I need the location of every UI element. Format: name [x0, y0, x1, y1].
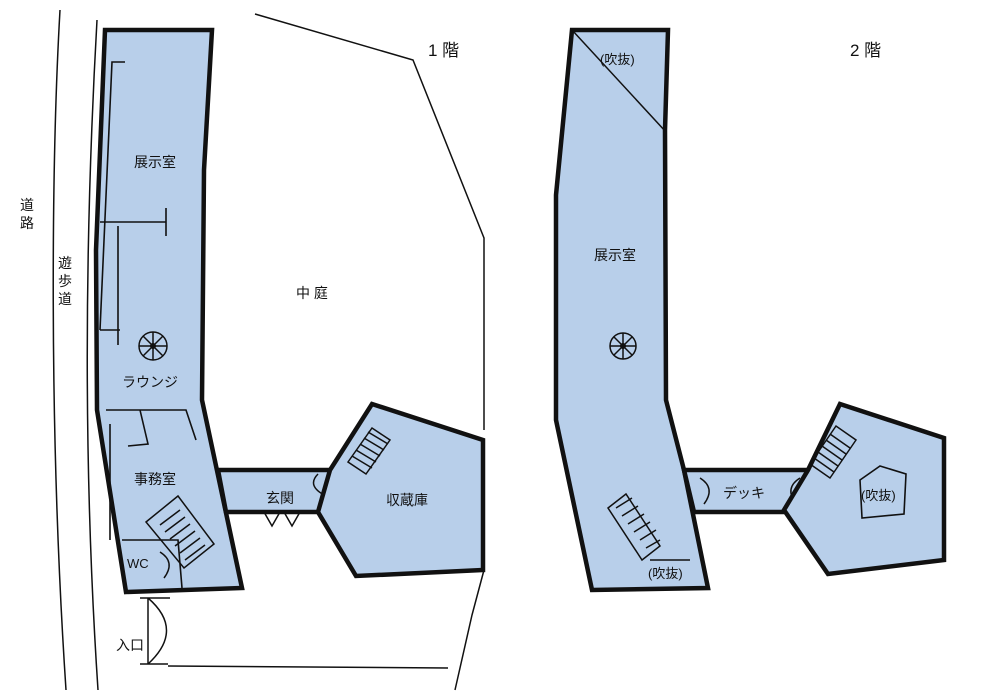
sidewalk-edge-line	[86, 19, 99, 691]
floor1-display-wall	[99, 61, 125, 331]
floor1-storage-label: 収蔵庫	[386, 492, 428, 508]
courtyard-lower-boundary-line	[454, 569, 485, 691]
floor1-lounge-label: ラウンジ	[122, 374, 178, 390]
floor2-void-bottom-label: (吹抜)	[648, 566, 683, 581]
road-edge-line	[52, 9, 67, 691]
vertical-label-char: 遊	[58, 255, 72, 271]
floor2-stair-icon	[606, 492, 662, 562]
wc-door	[159, 551, 170, 579]
floor2-void-outline	[859, 465, 907, 519]
floor2-void-top-label: (吹抜)	[600, 52, 635, 67]
floor1-office-label: 事務室	[134, 471, 176, 487]
floor2-deck-label: デッキ	[723, 485, 765, 501]
floor1-entrance-doors	[263, 511, 301, 528]
floor1-partition	[100, 208, 167, 345]
floor2-main-wing	[553, 27, 711, 593]
vertical-label-char: 道	[20, 197, 34, 213]
floor1-office-partition	[106, 409, 197, 540]
courtyard-label: 中 庭	[296, 285, 328, 301]
entry-gate	[140, 597, 170, 665]
site-lines	[52, 9, 485, 691]
floor1-stair-icon	[144, 494, 216, 570]
entry-label: 入口	[116, 637, 144, 653]
vertical-label-char: 道	[58, 291, 72, 307]
sidewalk-label: 遊歩道	[58, 255, 72, 307]
floor2-plan: 2 階 (吹抜) 展示室 デッキ (吹抜) (吹抜)	[553, 27, 947, 593]
floor2-title: 2 階	[850, 41, 881, 60]
floor2-void-right-label: (吹抜)	[861, 488, 896, 503]
floor1-exhibition-label: 展示室	[134, 154, 176, 170]
floor2-spiral-stair-icon	[609, 332, 637, 360]
floor1-main-wing	[93, 27, 245, 595]
road-label: 道路	[20, 197, 34, 231]
floor2-deck-door-left	[699, 477, 710, 505]
courtyard-boundary-line	[254, 13, 485, 430]
floor1-plan: 1 階 展示室 ラウンジ 事務室 WC 玄関 収蔵庫 道路 遊歩道 中 庭 入口	[20, 27, 486, 653]
floor1-title: 1 階	[428, 41, 459, 60]
floor2-right-stair-icon	[808, 424, 858, 480]
floor1-storage	[315, 401, 486, 579]
floor1-wc-label: WC	[127, 556, 149, 571]
floor1-storage-stair-icon	[346, 426, 392, 476]
floor2-void-diagonal	[571, 29, 667, 133]
floor1-spiral-stair-icon	[138, 331, 168, 361]
floor1-entrance-label: 玄関	[266, 490, 294, 506]
vertical-label-char: 歩	[58, 273, 72, 289]
site-bottom-line	[167, 665, 449, 669]
vertical-label-char: 路	[20, 215, 34, 231]
floor2-exhibition-label: 展示室	[594, 247, 636, 263]
floor1-wc-partition	[122, 539, 183, 589]
